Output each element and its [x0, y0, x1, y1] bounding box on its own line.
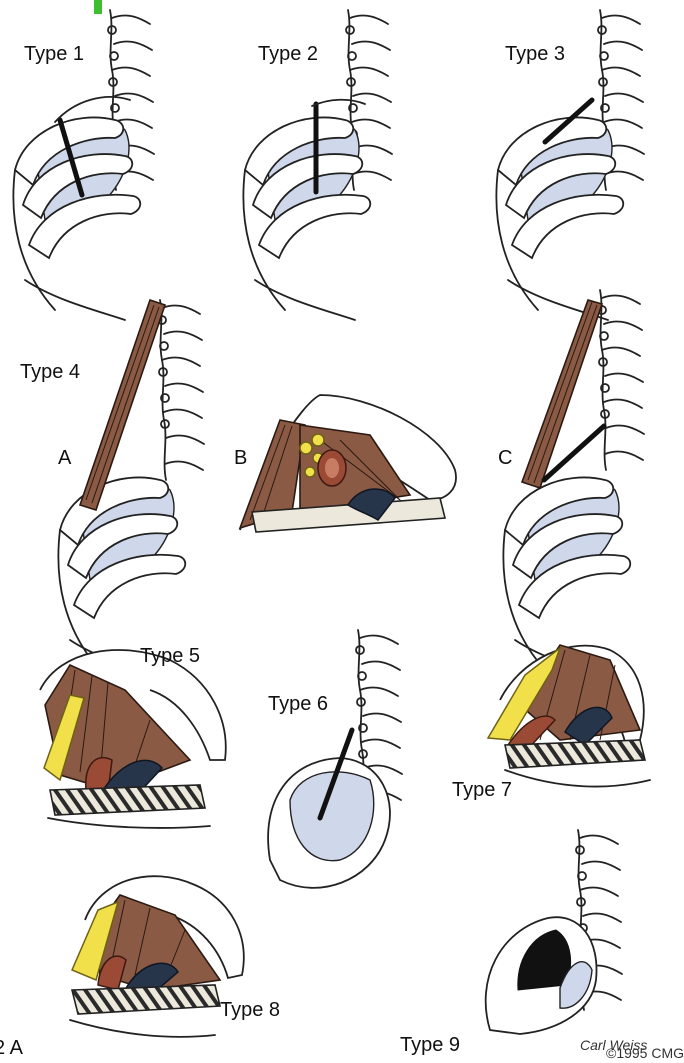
panel-type-1: Type 1 [13, 10, 154, 320]
copyright: ©1995 CMG [606, 1045, 684, 1061]
panel-type-2: Type 2 [243, 10, 392, 320]
label-type-1: Type 1 [24, 43, 84, 65]
type-4c-scalene-muscle [522, 300, 602, 488]
figure-fragment-label: 2 A [0, 1037, 24, 1059]
panel-type-8: Type 8 [70, 876, 280, 1037]
label-type-8: Type 8 [220, 999, 280, 1021]
label-type-4: Type 4 [20, 361, 80, 383]
panel-type-9: Type 9 [400, 830, 622, 1056]
label-type-7: Type 7 [452, 779, 512, 801]
label-type-9: Type 9 [400, 1034, 460, 1056]
panel-type-3: Type 3 [496, 10, 644, 320]
label-type-5: Type 5 [140, 645, 200, 667]
panel-type-4b: B [234, 395, 456, 532]
panel-type-4c: C [498, 290, 644, 680]
panel-type-4a: Type 4 A [20, 300, 204, 680]
label-sub-c: C [498, 447, 512, 469]
panel-type-6: Type 6 [268, 630, 402, 888]
label-type-3: Type 3 [505, 43, 565, 65]
corner-mark [94, 0, 102, 14]
label-type-6: Type 6 [268, 693, 328, 715]
panel-type-5: Type 5 [40, 645, 226, 828]
panel-type-7: Type 7 [452, 645, 650, 801]
label-sub-a: A [58, 447, 72, 469]
label-sub-b: B [234, 447, 247, 469]
label-type-2: Type 2 [258, 43, 318, 65]
